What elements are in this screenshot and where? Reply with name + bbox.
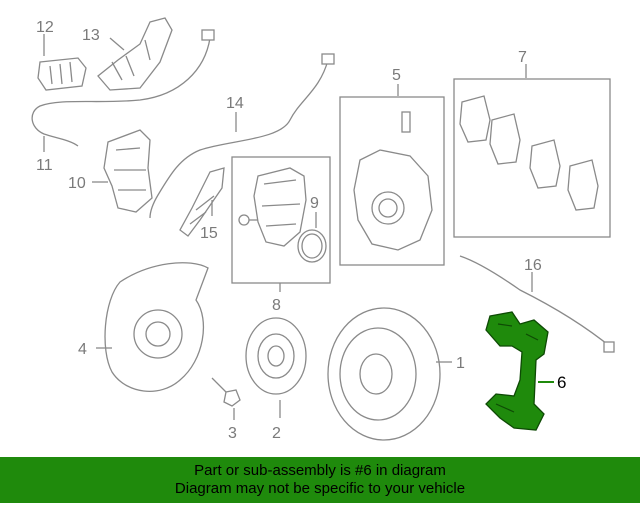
label-1[interactable]: 1 (456, 355, 465, 372)
label-12[interactable]: 12 (36, 19, 54, 36)
parts-diagram: 12 13 11 10 14 15 (31, 17, 615, 442)
label-16[interactable]: 16 (524, 257, 542, 274)
part-8-box (231, 156, 331, 284)
part-7-brake-pads (459, 64, 599, 211)
part-16-brake-line (459, 255, 615, 353)
part-3-bolt (211, 377, 241, 420)
part-9-seal-ring (297, 212, 327, 263)
label-14[interactable]: 14 (226, 95, 244, 112)
part-5-box (339, 96, 445, 266)
banner-line-1: Part or sub-assembly is #6 in diagram (194, 462, 446, 479)
part-10-caliper-bracket (92, 129, 153, 213)
label-15[interactable]: 15 (200, 225, 218, 242)
part-7-box (453, 78, 611, 238)
part-5-caliper (353, 84, 433, 251)
label-13[interactable]: 13 (82, 27, 100, 44)
label-7[interactable]: 7 (518, 49, 527, 66)
label-10[interactable]: 10 (68, 175, 86, 192)
part-12-bracket (37, 34, 87, 91)
label-4[interactable]: 4 (78, 341, 87, 358)
label-9[interactable]: 9 (310, 195, 319, 212)
part-8-caliper (238, 167, 307, 247)
part-2-hub (245, 317, 307, 418)
part-4-dust-shield (96, 262, 209, 392)
part-1-rotor (327, 307, 452, 441)
part-13-sensor-bracket (97, 17, 173, 91)
part-15-bracket (179, 167, 225, 237)
part-11-wear-sensor-wire (31, 29, 215, 152)
label-8[interactable]: 8 (272, 297, 281, 314)
info-banner: Part or sub-assembly is #6 in diagram Di… (0, 457, 640, 503)
label-2[interactable]: 2 (272, 425, 281, 442)
label-3[interactable]: 3 (228, 425, 237, 442)
part-6-caliper-bracket-highlighted[interactable] (485, 311, 554, 431)
label-5[interactable]: 5 (392, 67, 401, 84)
label-11[interactable]: 11 (36, 157, 53, 174)
label-6[interactable]: 6 (557, 373, 566, 392)
part-14-wire (149, 53, 335, 219)
banner-line-2: Diagram may not be specific to your vehi… (174, 480, 466, 497)
